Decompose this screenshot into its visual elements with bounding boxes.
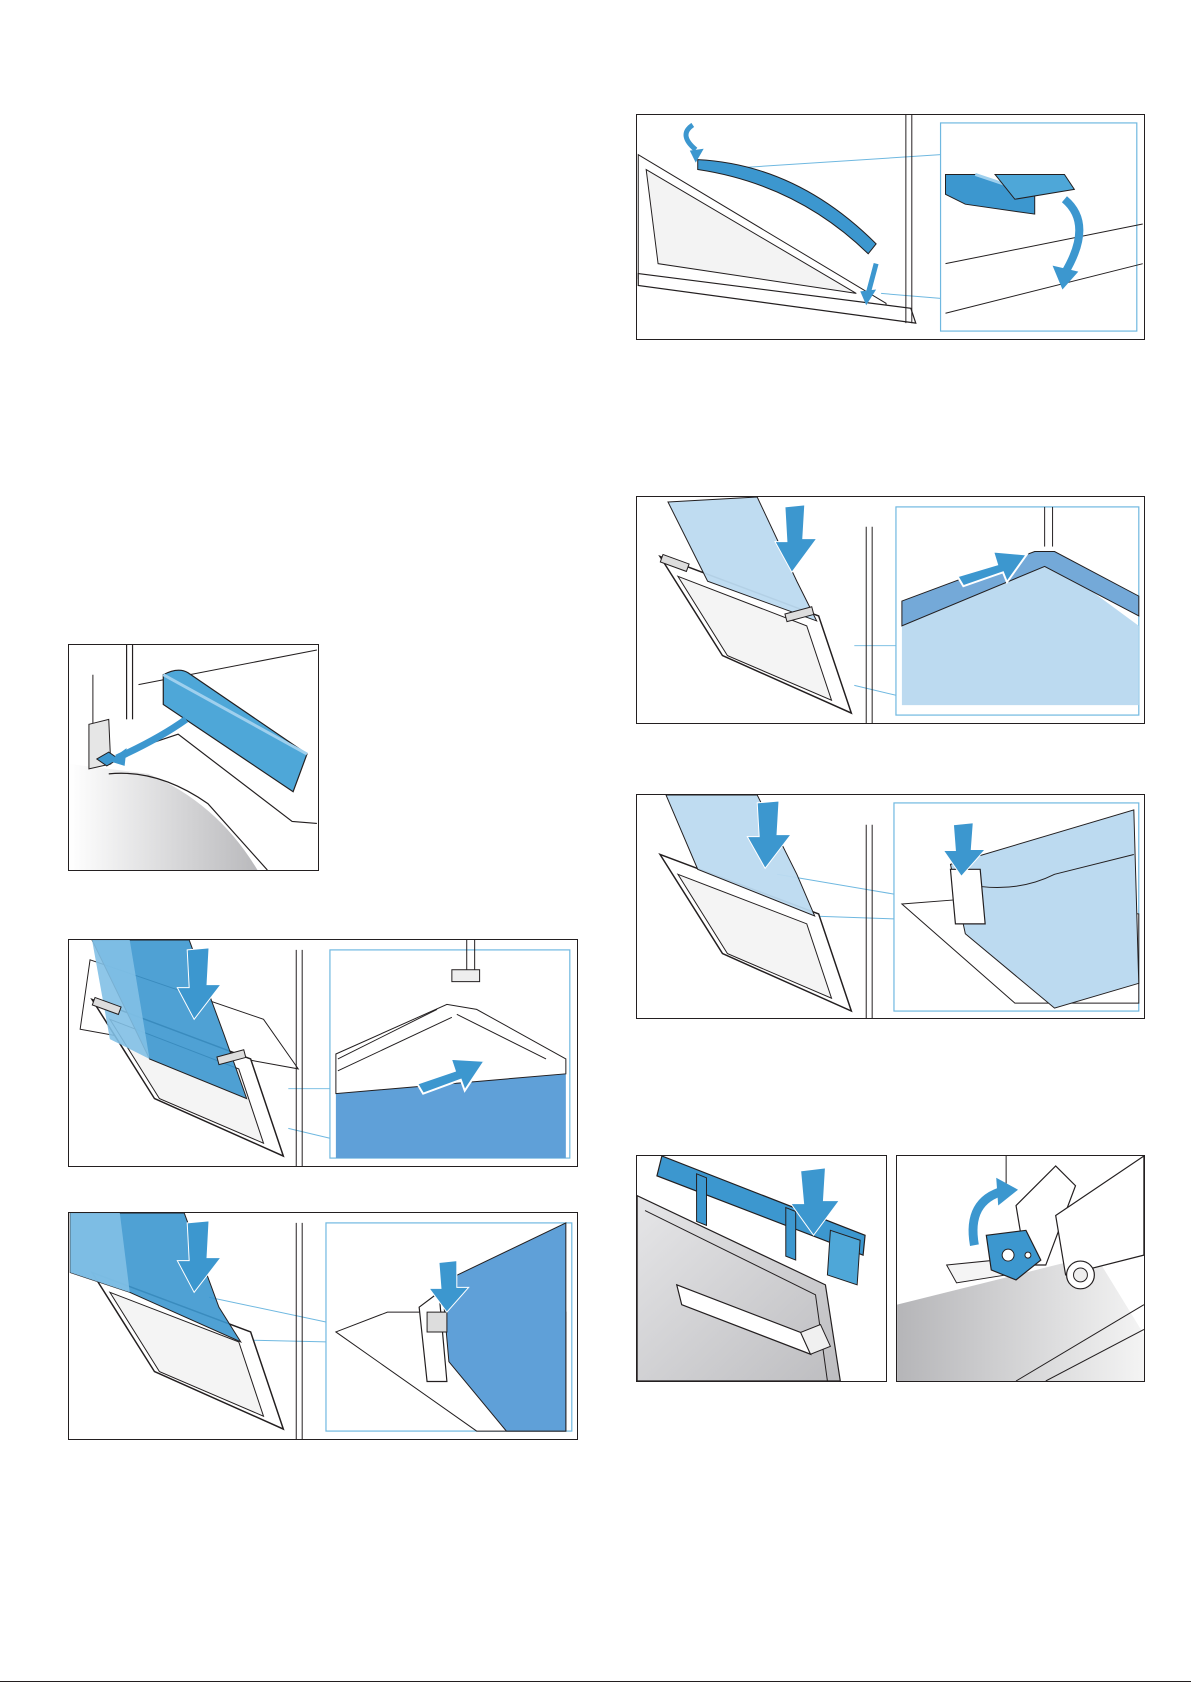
pane-press-illustration — [69, 1213, 577, 1439]
figure-pane-slide-right — [636, 496, 1145, 724]
figure-lever-turn — [896, 1155, 1145, 1382]
lever-turn-illustration — [897, 1156, 1144, 1381]
door-seal-illustration — [637, 115, 1144, 339]
pane-press-right-illustration — [637, 795, 1144, 1018]
curved-arrow-icon — [117, 719, 186, 758]
pane-slide-illustration — [69, 940, 577, 1166]
figure-pane-press-right — [636, 794, 1145, 1019]
figure-door-seal — [636, 114, 1145, 340]
trim-strip — [163, 670, 307, 791]
end-trim-illustration — [69, 645, 318, 870]
figure-pane-slide-left — [68, 939, 578, 1167]
page-bottom-rule — [0, 1681, 1191, 1682]
curved-arrow-icon — [1064, 199, 1079, 273]
cover-press-illustration — [637, 1156, 886, 1381]
figure-end-trim — [68, 644, 319, 871]
figure-cover-press — [636, 1155, 887, 1382]
pane-slide-right-illustration — [637, 497, 1144, 723]
figure-pane-press-left — [68, 1212, 578, 1440]
